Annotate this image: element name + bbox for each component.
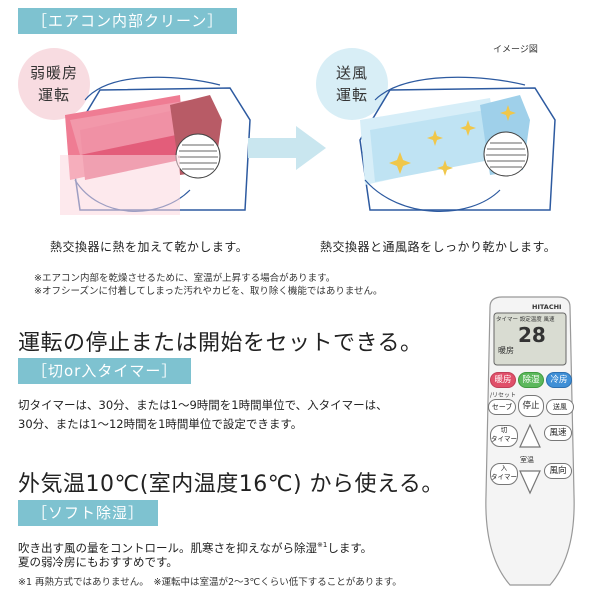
section-tag-soft-dry: ［ソフト除湿］ [18,500,159,526]
remote-screen-mode: 暖房 [498,346,514,355]
temp-label: 室温 [520,456,534,464]
heat-exchanger-warm-illustration [60,76,251,215]
step1-label: 弱暖房 運転 [29,64,78,104]
note-1: ※エアコン内部を乾燥させるために、室温が上昇する場合があります。 [34,273,336,284]
section3-body-line2: 夏の弱冷房にもおすすめです。 [18,555,178,569]
section3-body-end: します。 [327,540,373,555]
image-note: イメージ図 [493,45,538,55]
cool-mode-button[interactable]: 冷房 [546,372,572,388]
dry-mode-button[interactable]: 除湿 [518,372,544,388]
arrow-right-icon [248,126,326,170]
section2-body-line2: 30分、または1〜12時間を1時間単位で設定できます。 [18,417,303,431]
remote-brand: HITACHI [532,303,562,311]
section2-heading: 運転の停止または開始をセットできる。 [18,331,423,356]
step2-label: 送風 運転 [335,64,368,104]
section3-footnote: ※1 再熱方式ではありません。 ※運転中は室温が2〜3℃くらい低下することがあり… [18,577,402,588]
stop-button[interactable]: 停止 [518,395,544,417]
section-tag-timer: ［切or入タイマー］ [18,358,192,384]
section3-heading: 外気温10℃(室内温度16℃) から使える。 [18,472,444,497]
direction-button[interactable]: 風向 [544,463,572,479]
section3-body-line1: 吹き出す風の量をコントロール。肌寒さを抑えながら除湿※1します。 [18,536,372,558]
heat-exchanger-dry-illustration [359,76,556,212]
remote-screen-value: 28 [518,323,546,347]
section2-body-line1: 切タイマーは、30分、または1〜9時間を1時間単位で、入タイマーは、 [18,398,388,412]
note-2: ※オフシーズンに付着してしまった汚れやカビを、取り除く機能ではありません。 [34,286,383,297]
off-timer-button[interactable]: 切 タイマー [490,425,518,447]
step2-circle: 送風 運転 [316,48,388,120]
step1-circle: 弱暖房 運転 [18,48,90,120]
temp-down-icon[interactable] [518,467,542,495]
on-timer-button[interactable]: 入 タイマー [490,463,518,485]
remote-screen-top: タイマー 設定温度 風速 [496,317,555,323]
footnote-marker: ※1 [317,541,328,549]
section3-body-main: 吹き出す風の量をコントロール。肌寒さを抑えながら除湿 [18,540,317,555]
fan-button[interactable]: 送風 [546,399,574,415]
reset-label: /リセット [490,392,517,399]
remote-control: HITACHI タイマー 設定温度 風速 28 暖房 暖房 除湿 冷房 /リセッ… [480,295,580,595]
save-button[interactable]: セーブ [488,399,516,415]
caption-dry-step: 熱交換器と通風路をしっかり乾かします。 [320,240,557,254]
caption-warm-step: 熱交換器に熱を加えて乾かします。 [50,240,249,254]
temp-up-icon[interactable] [518,423,542,451]
speed-button[interactable]: 風速 [544,425,572,441]
heat-mode-button[interactable]: 暖房 [490,372,516,388]
section-tag-internal-clean: ［エアコン内部クリーン］ [18,8,238,34]
